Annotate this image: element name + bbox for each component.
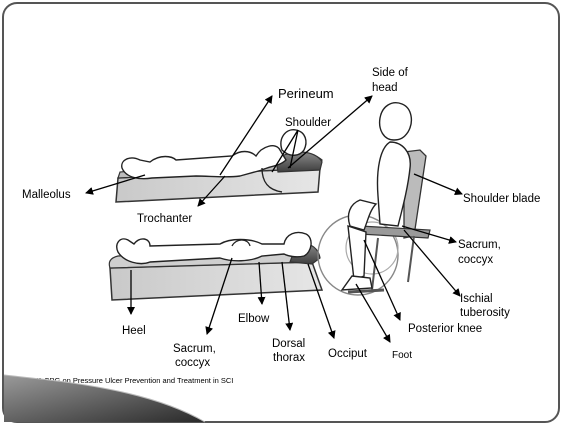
label-sacrum-seated-1: Sacrum,	[458, 239, 501, 251]
arrow-occiput	[308, 264, 334, 338]
label-elbow: Elbow	[238, 313, 270, 325]
label-perineum: Perineum	[278, 86, 334, 101]
label-posterior-knee: Posterior knee	[408, 323, 482, 335]
label-heel: Heel	[122, 325, 146, 337]
label-malleolus: Malleolus	[22, 189, 71, 201]
label-shoulder: Shoulder	[285, 117, 331, 129]
label-sacrum-supine-2: coccyx	[175, 357, 210, 369]
label-sacrum-seated-2: coccyx	[458, 254, 493, 266]
label-dorsal-1: Dorsal	[272, 338, 305, 350]
label-trochanter: Trochanter	[137, 213, 192, 225]
seated-figure	[318, 103, 430, 295]
label-sacrum-supine-1: Sacrum,	[173, 343, 216, 355]
label-dorsal-2: thorax	[273, 352, 305, 364]
label-occiput: Occiput	[328, 348, 368, 360]
label-side-of-head-1: Side of	[372, 67, 409, 79]
supine-figure	[109, 232, 322, 300]
label-side-of-head-2: head	[372, 82, 398, 94]
label-shoulder-blade: Shoulder blade	[463, 193, 540, 205]
label-foot: Foot	[392, 350, 412, 361]
label-ischial-2: tuberosity	[460, 307, 510, 319]
label-ischial-1: Ischial	[460, 293, 493, 305]
arrow-ischial	[404, 230, 460, 296]
